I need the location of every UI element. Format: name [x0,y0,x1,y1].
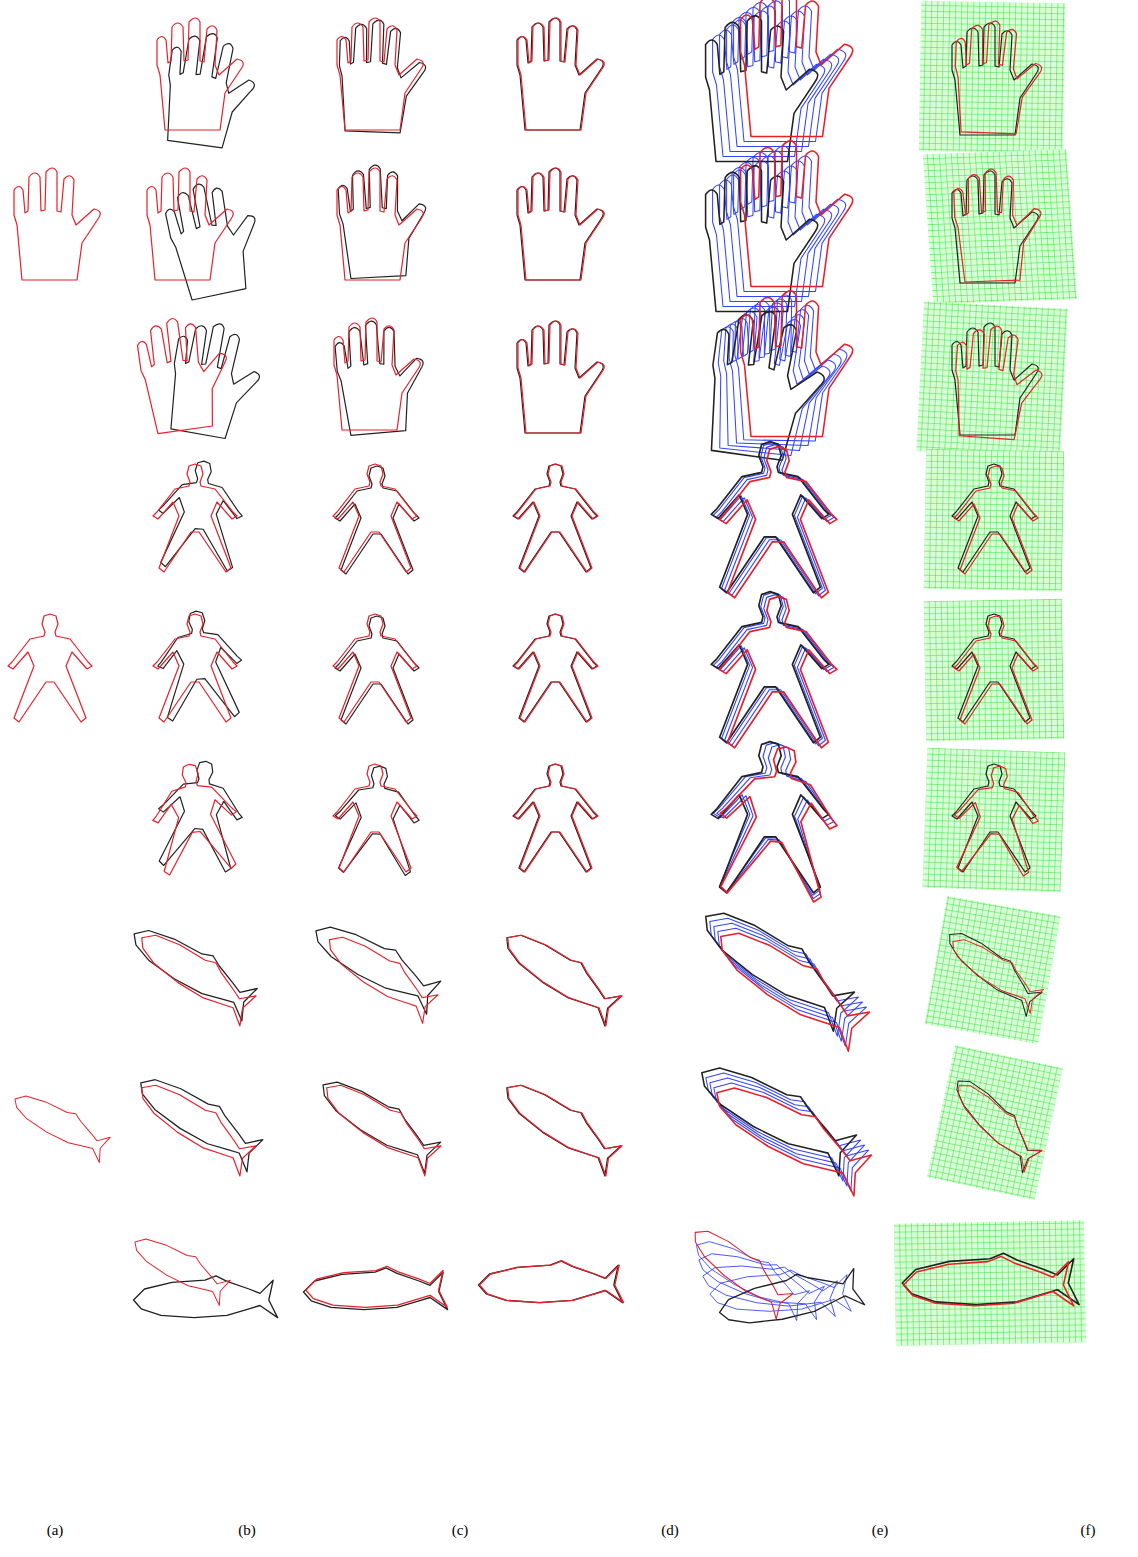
panel-label: (a) [47,1522,64,1539]
panel-label: (b) [238,1522,256,1539]
panel-label: (e) [872,1522,889,1539]
panel-label: (f) [1081,1522,1096,1539]
panel-label: (c) [452,1522,469,1539]
panel-label: (d) [661,1522,679,1539]
